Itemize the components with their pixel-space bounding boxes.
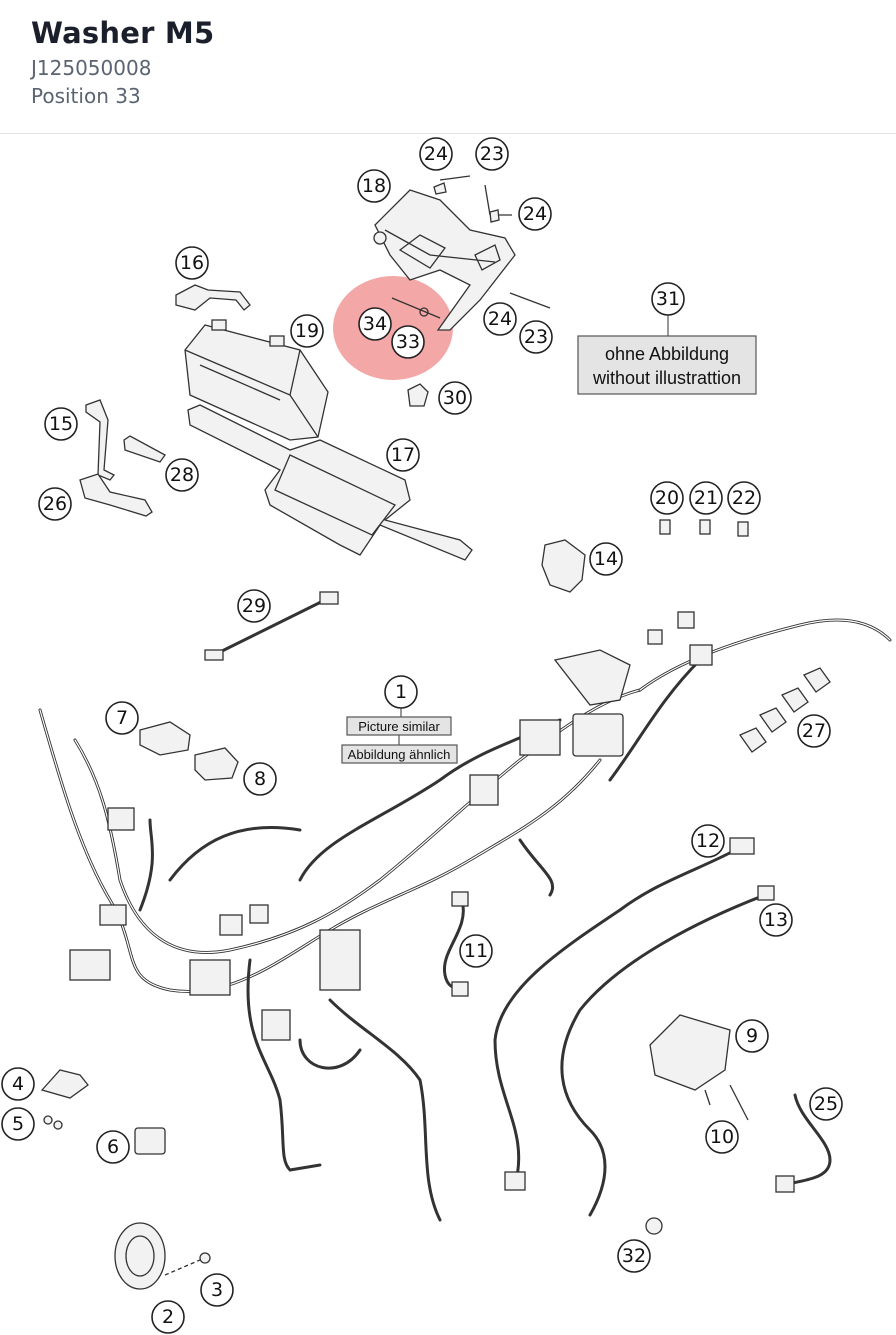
part-position: Position 33 — [31, 84, 141, 108]
callout-8[interactable]: 8 — [243, 762, 277, 796]
callout-31[interactable]: 31 — [651, 282, 685, 316]
picture-similar-label: Picture similar — [358, 719, 440, 734]
callout-10[interactable]: 10 — [705, 1120, 739, 1154]
callout-30-label: 30 — [443, 387, 467, 409]
callout-1-label: 1 — [395, 681, 407, 703]
picture-similar-note: Picture similar Abbildung ähnlich — [341, 708, 458, 764]
callout-13[interactable]: 13 — [759, 903, 793, 937]
horn-and-small-parts-drawing — [40, 1069, 211, 1290]
callout-8-label: 8 — [254, 768, 266, 790]
callout-26-label: 26 — [43, 493, 67, 515]
callout-14-label: 14 — [594, 548, 618, 570]
connectors-drawing — [139, 667, 831, 781]
callout-11[interactable]: 11 — [459, 934, 493, 968]
callout-3-label: 3 — [211, 1279, 223, 1301]
callout-28[interactable]: 28 — [165, 458, 199, 492]
callout-27[interactable]: 27 — [797, 714, 831, 748]
callout-29-label: 29 — [242, 595, 266, 617]
selected-part-highlight — [333, 276, 453, 380]
exploded-parts-diagram: Picture similar Abbildung ähnlich ohne A… — [0, 135, 896, 1335]
callout-34-label: 34 — [363, 313, 387, 335]
cable-29-drawing — [204, 591, 339, 661]
callout-15[interactable]: 15 — [44, 407, 78, 441]
callout-3[interactable]: 3 — [200, 1273, 234, 1307]
callout-20-label: 20 — [655, 487, 679, 509]
no-illustration-note: ohne Abbildung without illustrattion — [577, 315, 757, 395]
small-brackets-drawing — [79, 284, 429, 517]
callout-7-label: 7 — [116, 707, 128, 729]
callout-29[interactable]: 29 — [237, 589, 271, 623]
callout-23-right-label: 23 — [524, 326, 548, 348]
callout-12-label: 12 — [696, 830, 720, 852]
callout-14[interactable]: 14 — [589, 542, 623, 576]
regulator-drawing — [645, 1014, 749, 1235]
callout-24-low-label: 24 — [488, 308, 512, 330]
callout-23-top[interactable]: 23 — [475, 137, 509, 171]
callout-33[interactable]: 33 — [391, 325, 425, 359]
callout-15-label: 15 — [49, 413, 73, 435]
callout-4[interactable]: 4 — [1, 1067, 35, 1101]
callout-6[interactable]: 6 — [96, 1130, 130, 1164]
callout-9[interactable]: 9 — [735, 1019, 769, 1053]
callout-34[interactable]: 34 — [358, 307, 392, 341]
callout-32-label: 32 — [622, 1245, 646, 1267]
main-wiring-harness-drawing — [38, 611, 892, 1222]
bracket-assembly-drawing — [373, 175, 551, 331]
callout-26[interactable]: 26 — [38, 487, 72, 521]
callout-11-label: 11 — [464, 940, 488, 962]
callout-7[interactable]: 7 — [105, 701, 139, 735]
callout-23-right[interactable]: 23 — [519, 320, 553, 354]
callout-2-label: 2 — [162, 1306, 174, 1328]
callout-16[interactable]: 16 — [175, 246, 209, 280]
callout-24-top-label: 24 — [424, 143, 448, 165]
callout-20[interactable]: 20 — [650, 481, 684, 515]
callout-1[interactable]: 1 — [384, 675, 418, 709]
callout-23-top-label: 23 — [480, 143, 504, 165]
callout-28-label: 28 — [170, 464, 194, 486]
part-number: J125050008 — [31, 56, 152, 80]
picture-similar-de-label: Abbildung ähnlich — [348, 747, 451, 762]
callout-21[interactable]: 21 — [689, 481, 723, 515]
callout-18-label: 18 — [362, 175, 386, 197]
callout-30[interactable]: 30 — [438, 381, 472, 415]
callout-13-label: 13 — [764, 909, 788, 931]
callout-2[interactable]: 2 — [151, 1300, 185, 1334]
callout-24-mid[interactable]: 24 — [518, 197, 552, 231]
callout-18[interactable]: 18 — [357, 169, 391, 203]
part-header: Washer M5 J125050008 Position 33 — [0, 0, 896, 134]
callout-22[interactable]: 22 — [727, 481, 761, 515]
callout-25[interactable]: 25 — [809, 1087, 843, 1121]
part-title: Washer M5 — [31, 16, 215, 50]
callout-5[interactable]: 5 — [1, 1107, 35, 1141]
callout-24-mid-label: 24 — [523, 203, 547, 225]
callout-19[interactable]: 19 — [290, 314, 324, 348]
callout-32[interactable]: 32 — [617, 1239, 651, 1273]
callout-24-top[interactable]: 24 — [419, 137, 453, 171]
callout-19-label: 19 — [295, 320, 319, 342]
callout-21-label: 21 — [694, 487, 718, 509]
callout-31-label: 31 — [656, 288, 680, 310]
fuses-drawing — [541, 519, 749, 593]
callout-6-label: 6 — [107, 1136, 119, 1158]
no-illustration-de-label: ohne Abbildung — [605, 344, 729, 364]
callout-4-label: 4 — [12, 1073, 24, 1095]
callout-27-label: 27 — [802, 720, 826, 742]
callout-17[interactable]: 17 — [386, 438, 420, 472]
callout-33-label: 33 — [396, 331, 420, 353]
callout-12[interactable]: 12 — [691, 824, 725, 858]
callout-17-label: 17 — [391, 444, 415, 466]
callout-9-label: 9 — [746, 1025, 758, 1047]
callout-22-label: 22 — [732, 487, 756, 509]
callout-25-label: 25 — [814, 1093, 838, 1115]
no-illustration-en-label: without illustrattion — [592, 368, 741, 388]
callout-5-label: 5 — [12, 1113, 24, 1135]
callout-16-label: 16 — [180, 252, 204, 274]
battery-tray-drawing — [187, 404, 473, 561]
callout-10-label: 10 — [710, 1126, 734, 1148]
battery-drawing — [184, 319, 329, 441]
callout-24-low[interactable]: 24 — [483, 302, 517, 336]
side-cables-drawing — [442, 837, 832, 1217]
